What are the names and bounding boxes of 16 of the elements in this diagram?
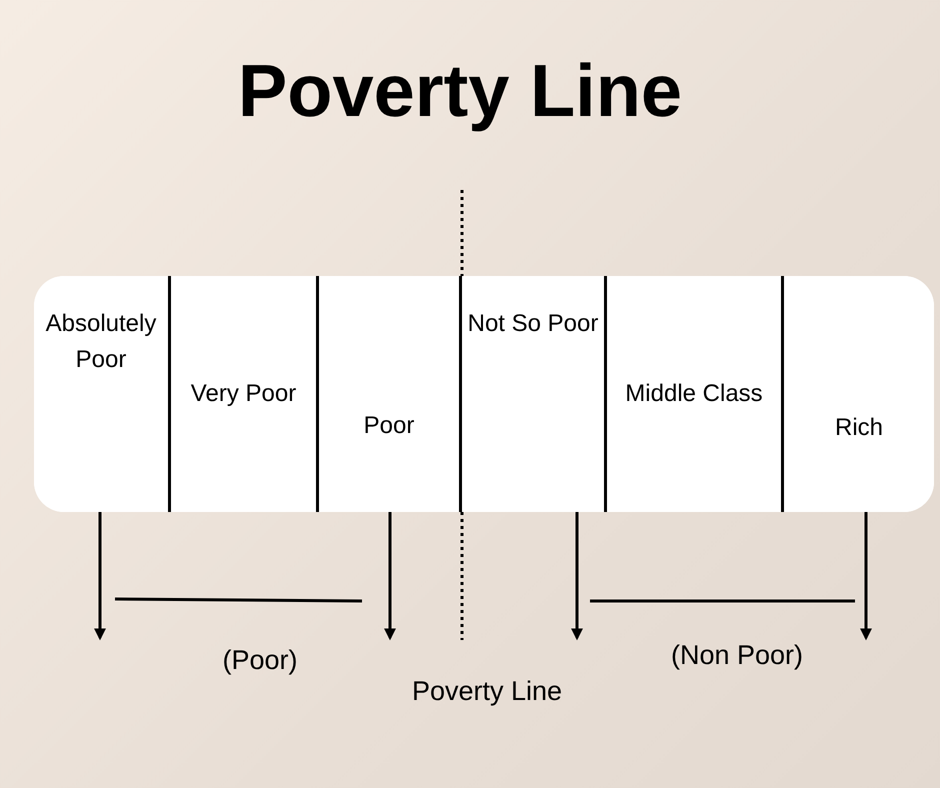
segment-label: Poor [362, 411, 416, 441]
arrow [94, 511, 106, 640]
group-label: (Poor) [222, 645, 298, 676]
arrow [384, 511, 396, 640]
segment-label: Not So Poor [466, 309, 600, 339]
band-background [34, 276, 934, 512]
segment-label: Rich [834, 413, 884, 443]
segment-label: Absolutely Poor [44, 309, 158, 375]
segment-label: Very Poor [190, 379, 298, 409]
category-segment [34, 276, 171, 512]
arrow [571, 511, 583, 640]
arrow [860, 511, 872, 640]
title: Poverty Line [236, 48, 684, 133]
segment-label: Middle Class [624, 379, 764, 409]
line-label: Poverty Line [412, 676, 562, 707]
group-label: (Non Poor) [670, 640, 804, 671]
